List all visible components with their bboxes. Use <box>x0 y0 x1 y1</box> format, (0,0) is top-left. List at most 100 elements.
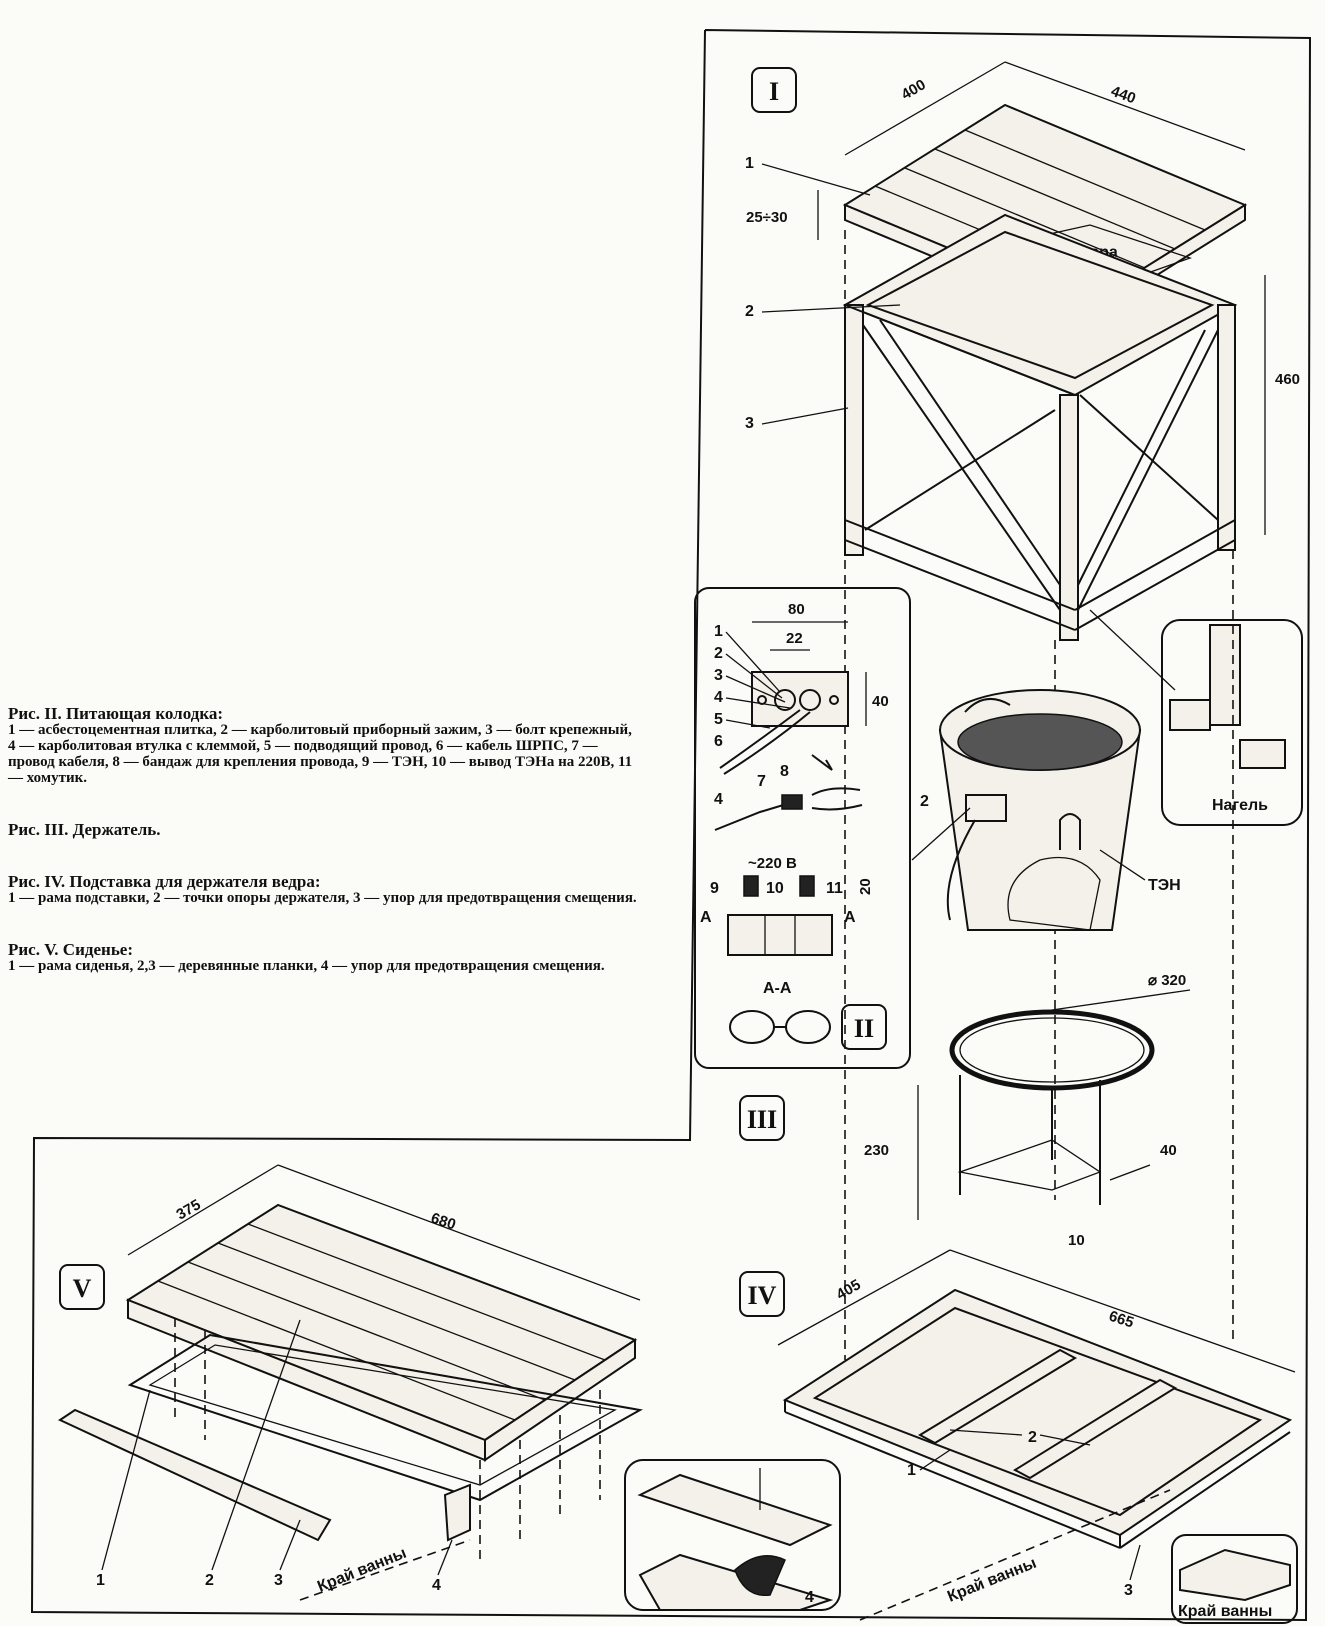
fig3-dim-230: 230 <box>864 1142 889 1159</box>
fig2-heater-block <box>727 914 833 956</box>
fig3-ring <box>949 1009 1155 1091</box>
caption-fig5-text: 1 — рама сиденья, 2,3 — деревянные планк… <box>8 958 605 974</box>
fig1-edge-1 <box>844 304 1076 396</box>
fig2-label-2: 2 <box>714 645 723 662</box>
fig5-label-3: 3 <box>274 1572 283 1589</box>
caption-fig4-title: Рис. IV. Подставка для держателя ведра: <box>8 872 321 891</box>
fig2-cable-b <box>723 711 811 775</box>
fig5-seat: V 375 680 1 2 3 4 <box>57 1164 841 1611</box>
fig4-base-frame: IV 405 665 2 1 3 Край ванны Край ванны <box>739 1249 1298 1624</box>
fig3-roman-box <box>739 1095 785 1141</box>
fig1-frame-inner <box>865 230 1215 380</box>
fig2-bucket-handle <box>964 697 1011 713</box>
caption-fig3-title: Рис. III. Держатель. <box>8 820 161 839</box>
fig2-panel <box>694 587 911 1069</box>
fig2-fork <box>811 787 863 811</box>
fig4-edge-inset <box>1171 1534 1298 1624</box>
fig4-crossbar-b <box>1012 1378 1178 1480</box>
fig1-dim-440-line <box>1004 61 1246 151</box>
fig2-bucket-label-2: 2 <box>920 793 929 810</box>
fig5-seat-slats <box>157 1223 606 1421</box>
fig2-label-5: 5 <box>714 711 723 728</box>
fig1-brace-d <box>1079 394 1219 521</box>
fig4-crossbar-a <box>917 1348 1078 1445</box>
fig3-cross-brace <box>957 1139 1102 1191</box>
caption-fig2-text: 1 — асбестоцементная плитка, 2 — карболи… <box>8 722 633 786</box>
fig2-label-3: 3 <box>714 667 723 684</box>
fig1-brace-c <box>1077 329 1219 611</box>
fig2-label-b4: 4 <box>714 791 723 808</box>
fig3-holder: III ⌀ 320 230 40 10 <box>739 972 1191 1249</box>
fig5-screw-lines <box>174 1318 601 1560</box>
fig1-label-1: 1 <box>745 155 754 172</box>
fig5-detail-rail-2 <box>638 1553 834 1611</box>
fig2-bucket-stones <box>957 713 1123 771</box>
fig5-label-2: 2 <box>205 1572 214 1589</box>
fig5-dim-375: 375 <box>174 1196 204 1223</box>
fig1-dowel-inset <box>1161 619 1303 826</box>
fig1-dim-460: 460 <box>1275 371 1300 388</box>
fig2-label-1: 1 <box>714 623 723 640</box>
fig1-leg-left <box>844 304 864 556</box>
fig2-dim-40: 40 <box>872 693 889 710</box>
fig1-dim-400: 400 <box>899 76 929 103</box>
fig4-edge-inset-label: Край ванны <box>1178 1603 1272 1620</box>
fig1-leg-front <box>1059 394 1079 641</box>
fig1-leg-right <box>1217 304 1236 551</box>
fig4-frame-inner <box>812 1306 1263 1517</box>
fig1-dowel-label: Нагель <box>1212 797 1268 814</box>
fig1-bottom-rail-side-2 <box>1074 519 1236 611</box>
fig2-section-mark-a: A <box>700 909 712 926</box>
fig2-dim-80: 80 <box>788 601 805 618</box>
fig2-section-label: А-А <box>763 980 792 997</box>
fig5-roman-box <box>59 1264 105 1310</box>
fig5-frame <box>127 1333 643 1502</box>
fig2-arrow <box>811 754 833 771</box>
fig1-brace-a <box>862 324 1061 611</box>
fig1-dowel-beam-a <box>1169 699 1211 731</box>
fig1-brace-a2 <box>879 319 1061 586</box>
fig4-label-2: 2 <box>1028 1429 1037 1446</box>
fig5-detail-rail <box>637 1473 833 1547</box>
fig4-frame-outer <box>782 1288 1293 1537</box>
fig1-brace-c2 <box>1077 329 1206 586</box>
fig2-label-11: 11 <box>826 880 843 897</box>
fig5-seat-side <box>484 1338 636 1462</box>
caption-fig5-title: Рис. V. Сиденье: <box>8 940 134 959</box>
fig2-roman: II <box>854 1014 874 1043</box>
fig2-label-4: 4 <box>714 689 723 706</box>
fig1-label-2: 2 <box>745 303 754 320</box>
fig1-dim-440: 440 <box>1109 83 1138 108</box>
caption-fig2-title: Рис. II. Питающая колодка: <box>8 704 224 723</box>
fig5-roman: V <box>73 1274 92 1303</box>
fig4-edge-stop <box>1179 1548 1291 1602</box>
fig4-label-3: 3 <box>1124 1582 1133 1599</box>
caption-fig2: Рис. II. Питающая колодка: 1 — асбестоце… <box>8 704 643 786</box>
fig2-clamp-ring <box>729 1010 831 1044</box>
fig1-dowel-beam-b <box>1239 739 1286 769</box>
fig1-stool: I Фанера 400 440 <box>745 61 1303 826</box>
fig1-dim-thickness: 25÷30 <box>746 209 788 226</box>
fig2-roman-box <box>841 1004 887 1050</box>
fig2-heater-coil <box>1059 813 1081 850</box>
fig4-label-1: 1 <box>907 1462 916 1479</box>
fig2-cable-a <box>719 709 801 769</box>
caption-fig3: Рис. III. Держатель. <box>8 820 643 839</box>
figure-frame <box>30 29 1312 1622</box>
fig2-label-9: 9 <box>710 880 719 897</box>
fig2-dim-22: 22 <box>786 630 803 647</box>
fig5-detail-label-4: 4 <box>805 1589 814 1606</box>
fig1-bottom-rail-side <box>1074 539 1236 631</box>
fig2-terminal-block: 80 22 40 1 2 3 4 5 6 4 7 8 ~220 В <box>694 587 1181 1069</box>
fig2-dim-20: 20 <box>857 878 874 895</box>
fig2-heater-label: ТЭН <box>1148 877 1181 894</box>
fig2-section-mark-b: A <box>844 909 856 926</box>
fig4-dim-405: 405 <box>834 1276 864 1303</box>
fig1-label-3: 3 <box>745 415 754 432</box>
fig5-frame-inner <box>148 1344 617 1486</box>
fig5-edge-label: Край ванны <box>315 1545 409 1596</box>
fig2-label-8: 8 <box>780 763 789 780</box>
caption-fig4-text: 1 — рама подставки, 2 — точки опоры держ… <box>8 890 637 906</box>
fig1-brace-b <box>864 409 1056 531</box>
fig5-label-1: 1 <box>96 1572 105 1589</box>
